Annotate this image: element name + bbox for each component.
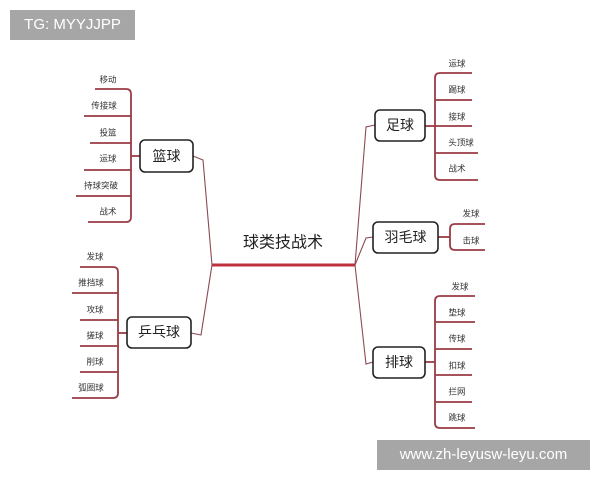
pingpong-item: 发球	[86, 252, 104, 263]
football-label: 足球	[386, 118, 414, 134]
branch-volleyball: 排球 发球 垫球 传球 扣球 拦网 跳球	[372, 282, 475, 429]
football-node[interactable]	[374, 109, 426, 142]
football-item: 踢球	[448, 85, 466, 96]
volleyball-item: 发球	[451, 282, 469, 293]
volleyball-item: 扣球	[448, 361, 466, 372]
basketball-item: 战术	[99, 207, 117, 218]
badminton-item: 发球	[462, 209, 480, 220]
football-item: 运球	[448, 59, 466, 70]
pingpong-item: 攻球	[86, 305, 104, 316]
badminton-node[interactable]	[372, 221, 439, 254]
root-label: 球类技战术	[243, 233, 323, 252]
branch-pingpong: 乒乓球 发球 推挡球 攻球 搓球 削球 弧圈球	[72, 252, 192, 399]
basketball-label: 篮球	[153, 149, 181, 165]
basketball-item: 投篮	[99, 128, 117, 139]
basketball-item: 传接球	[91, 101, 117, 112]
branch-basketball: 篮球 移动 传接球 投篮 运球 持球突破 战术	[76, 75, 194, 223]
root-connectors	[190, 124, 376, 365]
pingpong-item: 削球	[86, 357, 104, 368]
football-item: 接球	[448, 112, 466, 123]
basketball-item: 移动	[99, 75, 117, 86]
basketball-node[interactable]	[139, 139, 194, 173]
volleyball-node[interactable]	[372, 346, 426, 379]
volleyball-item: 拦网	[448, 387, 465, 398]
root-node: 球类技战术	[212, 233, 355, 267]
volleyball-item: 跳球	[448, 413, 466, 424]
pingpong-label: 乒乓球	[138, 325, 180, 341]
branch-football: 足球 运球 踢球 接球 头顶球 战术	[374, 59, 478, 181]
badminton-item: 击球	[462, 236, 480, 247]
volleyball-item: 垫球	[448, 308, 466, 319]
volleyball-label: 排球	[385, 355, 413, 371]
basketball-item: 运球	[99, 154, 117, 165]
watermark-top-left: TG: MYYJJPP	[10, 10, 135, 40]
branch-badminton: 羽毛球 发球 击球	[372, 209, 485, 254]
basketball-item: 持球突破	[84, 181, 119, 192]
pingpong-item: 推挡球	[78, 278, 104, 289]
volleyball-item: 传球	[448, 334, 466, 345]
badminton-label: 羽毛球	[385, 230, 427, 246]
watermark-bottom-right: www.zh-leyusw-leyu.com	[377, 440, 590, 470]
pingpong-item: 弧圈球	[78, 383, 104, 394]
pingpong-node[interactable]	[126, 316, 192, 349]
football-item: 战术	[448, 164, 466, 175]
football-item: 头顶球	[448, 138, 474, 149]
pingpong-item: 搓球	[86, 331, 104, 342]
